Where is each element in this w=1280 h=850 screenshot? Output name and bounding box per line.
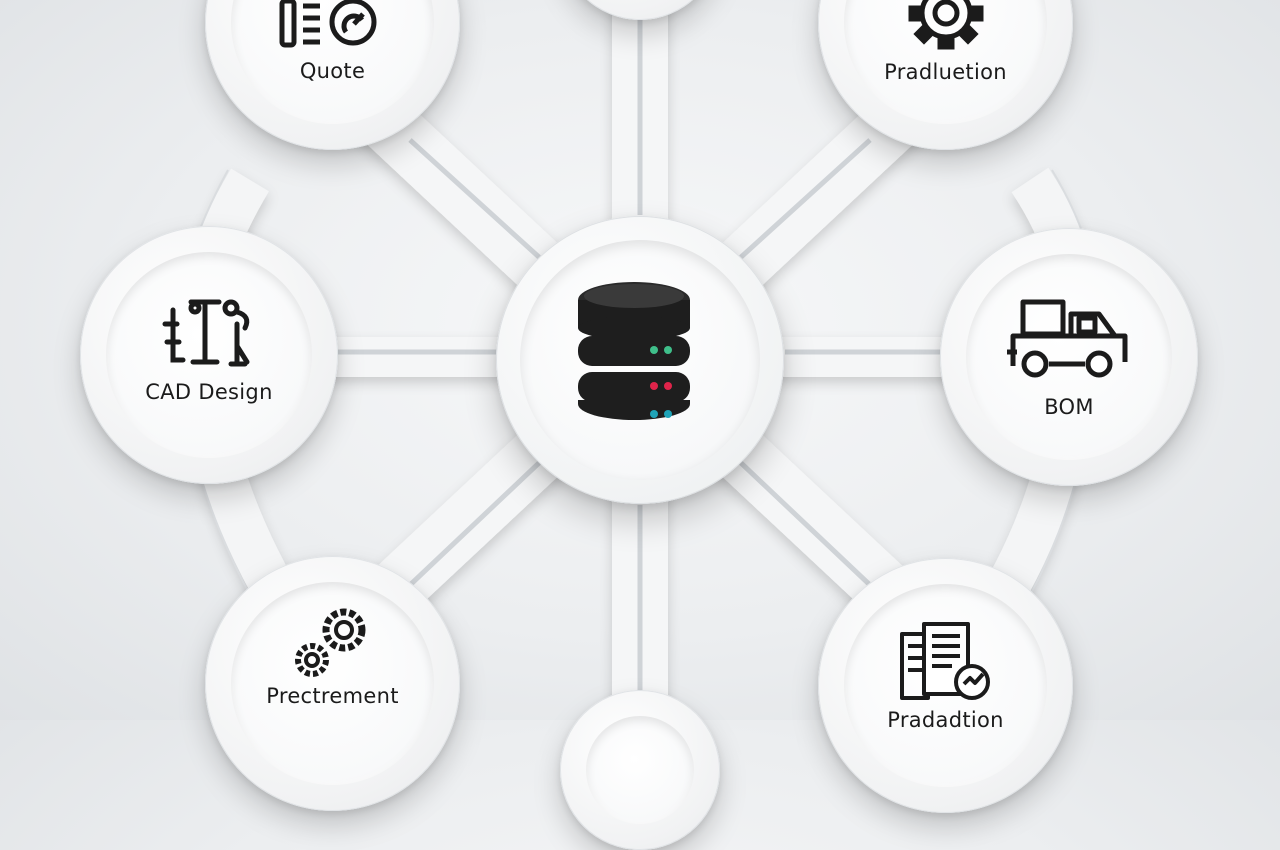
node-quote-label: Quote [299, 59, 366, 83]
node-cad-design[interactable]: CAD Design [80, 226, 338, 484]
truck-icon [1007, 299, 1128, 378]
gear-icon [908, 0, 983, 50]
node-production-top[interactable]: Pradluetion [818, 0, 1073, 150]
node-bom-label: BOM [1044, 395, 1094, 419]
led [650, 410, 658, 418]
report-clipboard-icon [899, 622, 990, 700]
led [664, 410, 672, 418]
node-production-top-label: Pradluetion [884, 60, 1007, 84]
hub-node[interactable] [496, 216, 784, 504]
server-leds [650, 346, 672, 418]
led [650, 346, 658, 354]
node-production-bottom-label: Pradadtion [887, 708, 1004, 732]
led [664, 346, 672, 354]
node-cad-design-inner [106, 252, 312, 458]
node-production-bottom[interactable]: Pradadtion [818, 558, 1073, 813]
cad-tools-icon [162, 299, 250, 367]
node-bom[interactable]: BOM [940, 228, 1198, 486]
database-server-icon [578, 282, 690, 420]
node-procurement[interactable]: Prectrement [205, 556, 460, 811]
bottom-node-inner [586, 716, 694, 824]
bottom-node[interactable] [560, 690, 720, 850]
led [664, 382, 672, 390]
spoke-grooves [330, 20, 950, 700]
led [650, 382, 658, 390]
document-meter-icon [279, 0, 376, 48]
node-cad-design-label: CAD Design [145, 380, 273, 404]
node-bom-inner [966, 254, 1172, 460]
node-procurement-label: Prectrement [266, 684, 399, 708]
gears-icon [294, 608, 365, 677]
